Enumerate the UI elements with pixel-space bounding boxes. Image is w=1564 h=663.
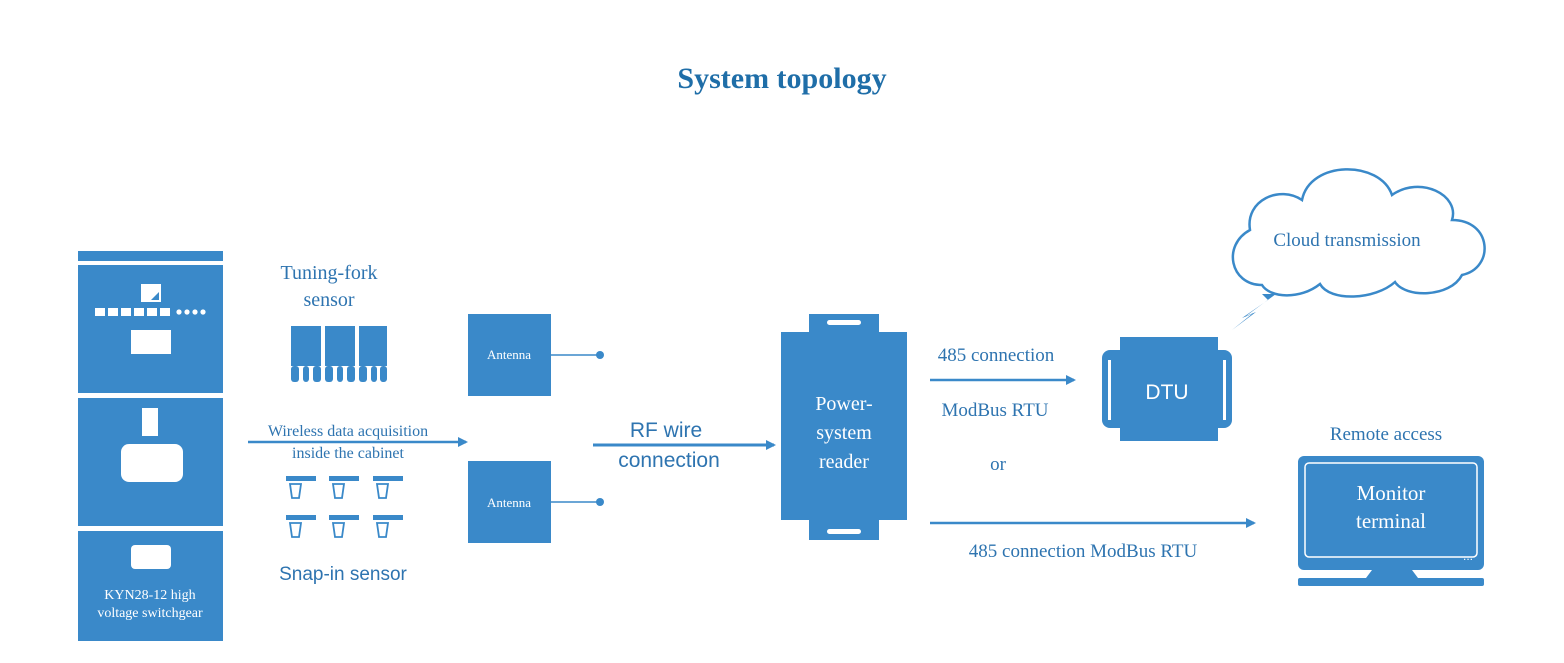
tuning-fork-sensor-icon [291, 326, 387, 382]
power-system-reader: Power- system reader [781, 314, 907, 540]
remote-access-label: Remote access [1330, 424, 1442, 445]
monitor-label: Monitor [1357, 481, 1426, 505]
reader-label: system [816, 422, 872, 444]
cabinet-indicator-panel [95, 284, 206, 354]
cabinet-window [131, 545, 171, 569]
monitor-dots: ... [1463, 549, 1473, 563]
snap-in-sensor-icon [286, 476, 403, 538]
tuning-fork-label: Tuning-fork [280, 262, 377, 284]
antenna-connector-icon [596, 498, 604, 506]
switchgear-label: voltage switchgear [97, 606, 203, 621]
lightning-icon [1232, 294, 1276, 330]
dtu-label: DTU [1145, 381, 1188, 404]
antenna-label: Antenna [487, 347, 531, 362]
snap-in-label: Snap-in sensor [279, 564, 407, 585]
cloud-label: Cloud transmission [1273, 230, 1421, 251]
switchgear-cabinet: KYN28-12 high voltage switchgear [78, 251, 223, 641]
tuning-fork-label: sensor [303, 289, 354, 311]
reader-label: reader [819, 451, 869, 473]
tuning-fork-unit [325, 326, 355, 382]
antenna-top: Antenna [468, 314, 604, 396]
rf-label: RF wire [630, 419, 702, 442]
tuning-fork-unit [291, 326, 321, 382]
antenna-connector-icon [596, 351, 604, 359]
dtu-device: DTU [1102, 337, 1232, 441]
cabinet-breaker-panel [121, 408, 183, 482]
page-title: System topology [677, 62, 886, 95]
tuning-fork-unit [359, 326, 387, 382]
switchgear-label: KYN28-12 high [104, 588, 195, 603]
antenna-bottom: Antenna [468, 461, 604, 543]
upper-link-label: ModBus RTU [941, 400, 1048, 421]
antenna-label: Antenna [487, 495, 531, 510]
cloud-icon: Cloud transmission [1231, 168, 1486, 330]
or-label: or [990, 454, 1007, 475]
monitor-label: terminal [1356, 509, 1426, 533]
wireless-label: inside the cabinet [292, 445, 405, 462]
wireless-label: Wireless data acquisition [268, 423, 428, 440]
upper-link-label: 485 connection [938, 345, 1055, 366]
lower-link-label: 485 connection ModBus RTU [969, 541, 1198, 562]
rf-label: connection [618, 449, 720, 472]
monitor-icon: ... Monitor terminal [1298, 456, 1484, 586]
reader-label: Power- [815, 393, 872, 415]
